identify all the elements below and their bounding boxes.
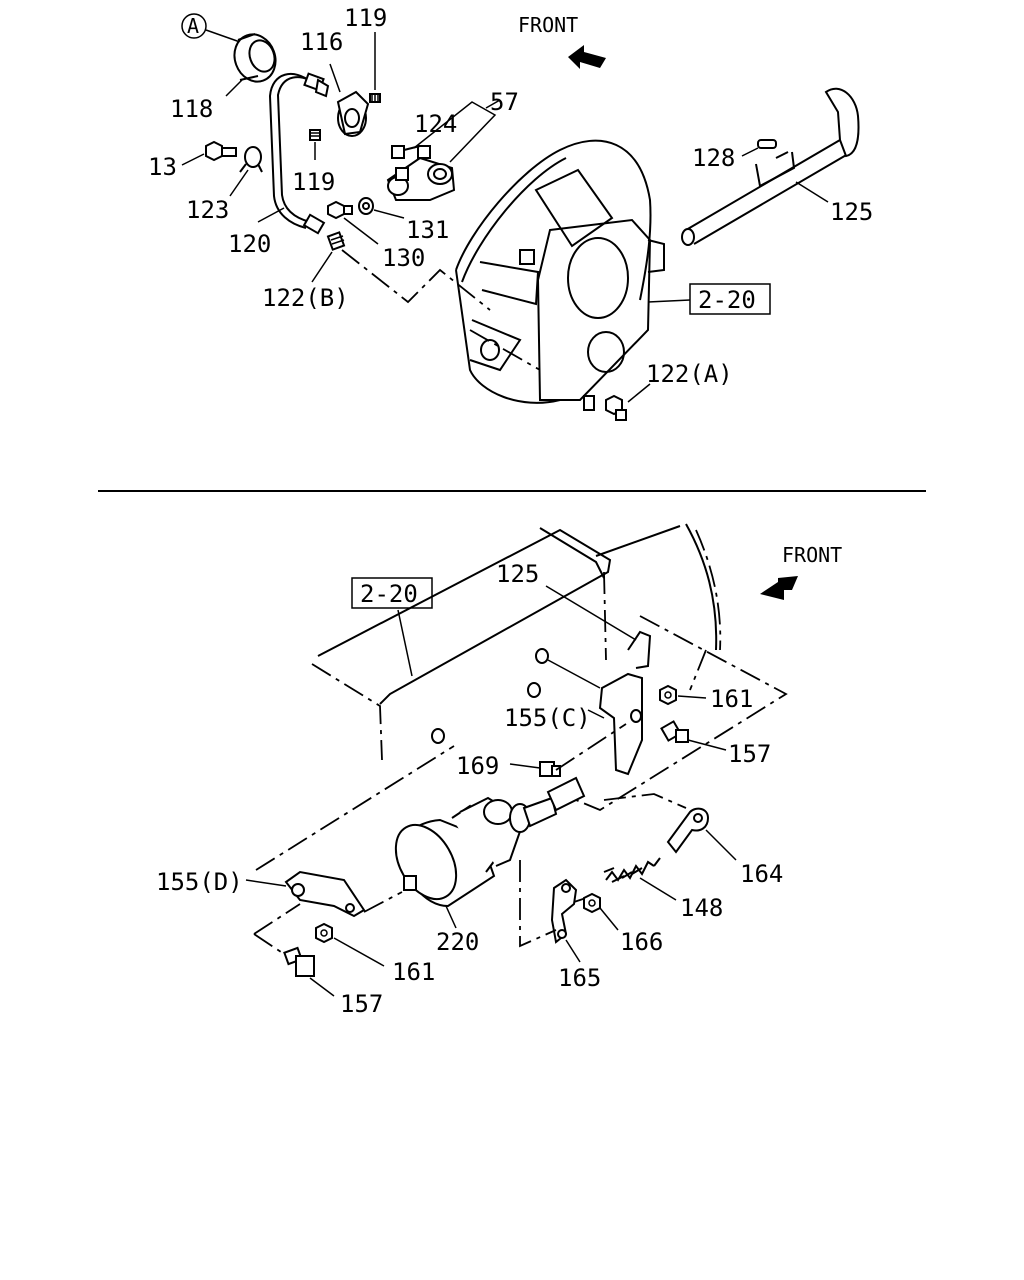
shaft-125	[681, 87, 860, 246]
callout-169: 169	[456, 752, 499, 780]
fitting-169	[539, 761, 561, 777]
bracket-155d	[284, 870, 366, 918]
clamp-116	[336, 90, 370, 137]
callout-123: 123	[186, 196, 229, 224]
washer-155d	[431, 728, 445, 744]
bracket-155c	[598, 630, 652, 776]
pipe-120	[276, 76, 319, 223]
callout-155c: 155(C)	[504, 704, 591, 732]
callout-166: 166	[620, 928, 663, 956]
callout-119-a: 119	[344, 4, 387, 32]
callout-157-upper: 157	[728, 740, 771, 768]
front-label-bottom: FRONT	[782, 543, 842, 567]
plug-122a	[605, 394, 627, 421]
circle-ref-a	[181, 13, 207, 39]
washer-155c-a	[535, 648, 549, 664]
callout-165: 165	[558, 964, 601, 992]
ref-box-bottom-label: 2-20	[360, 580, 418, 608]
nut-161-upper	[659, 684, 677, 706]
front-arrow-top	[568, 45, 606, 69]
callout-131: 131	[406, 216, 449, 244]
callout-13: 13	[148, 153, 177, 181]
callout-161-upper: 161	[710, 685, 753, 713]
top-view: FRONT A	[148, 4, 873, 421]
bolt-124	[391, 145, 421, 159]
callout-148: 148	[680, 894, 723, 922]
ref-box-top	[689, 283, 771, 315]
front-arrow-bottom	[760, 576, 798, 600]
callout-122b: 122(B)	[262, 284, 349, 312]
callout-164: 164	[740, 860, 783, 888]
ref-box-top-label: 2-20	[698, 286, 756, 314]
callout-118: 118	[170, 95, 213, 123]
bottom-view: FRONT 2-20	[156, 523, 842, 1018]
lever-164	[666, 807, 710, 854]
callout-120: 120	[228, 230, 271, 258]
front-label-top: FRONT	[518, 13, 578, 37]
clip-123	[239, 146, 263, 173]
ref-box-bottom	[351, 577, 433, 609]
callout-220: 220	[436, 928, 479, 956]
callout-119-b: 119	[292, 168, 335, 196]
screw-119-a	[369, 93, 381, 103]
fitting-130	[327, 200, 353, 220]
callout-125-top: 125	[830, 198, 873, 226]
bolt-13	[205, 140, 237, 162]
bracket-165	[550, 878, 578, 944]
callout-155d: 155(D)	[156, 868, 243, 896]
key-128	[757, 139, 777, 149]
spring-148	[603, 857, 661, 883]
callout-122a: 122(A)	[646, 360, 733, 388]
cylinder-57	[386, 145, 456, 201]
callout-130: 130	[382, 244, 425, 272]
circle-ref-a-label: A	[187, 14, 199, 38]
seal-118	[233, 33, 277, 83]
breather-122b	[326, 231, 346, 251]
clutch-housing	[455, 139, 665, 411]
callout-116: 116	[300, 28, 343, 56]
callout-128: 128	[692, 144, 735, 172]
nut-166	[583, 892, 601, 914]
washer-155c-b	[527, 682, 541, 698]
bolt-157-upper	[660, 720, 689, 743]
callout-124: 124	[414, 110, 457, 138]
bolt-157-lower	[283, 946, 315, 977]
callout-161-lower: 161	[392, 958, 435, 986]
booster-220	[394, 776, 586, 908]
frame-outline	[311, 523, 722, 761]
callout-125-bottom: 125	[496, 560, 539, 588]
washer-131	[358, 197, 374, 215]
screw-119-b	[309, 129, 321, 141]
callout-157-lower: 157	[340, 990, 383, 1018]
nut-161-lower	[315, 922, 333, 944]
callout-57: 57	[490, 88, 519, 116]
